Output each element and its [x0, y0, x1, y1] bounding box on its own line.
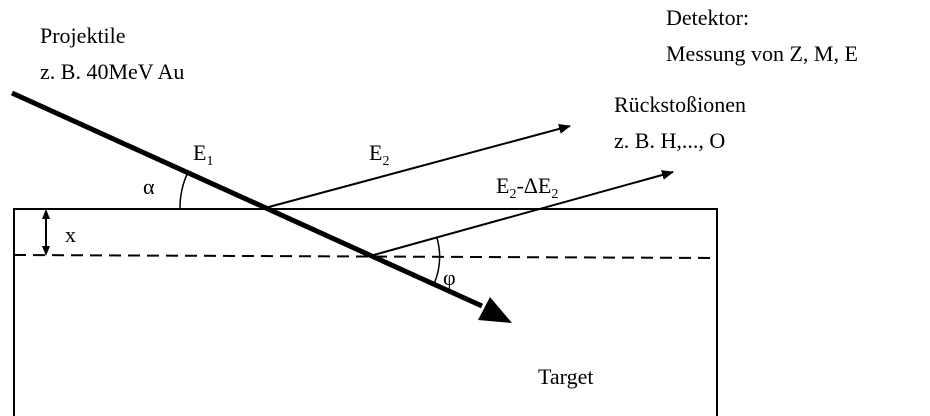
- projectile-beam: [10, 90, 484, 309]
- recoil-ions-example: z. B. H,..., O: [614, 128, 725, 153]
- projectile-example: z. B. 40MeV Au: [40, 59, 184, 84]
- target-block: [13, 208, 718, 416]
- energy-e2-minus-delta-label: E2-ΔE2: [496, 173, 558, 202]
- target-label: Target: [538, 364, 593, 389]
- phi-label: φ: [443, 265, 456, 290]
- alpha-label: α: [143, 174, 155, 199]
- recoil-ions-label: Rückstoßionen: [614, 92, 746, 117]
- projectile-arrowhead: [478, 297, 512, 323]
- scattered-ray: [264, 124, 571, 209]
- depth-dashed-line: [13, 254, 718, 259]
- energy-e1-label: E1: [193, 140, 213, 169]
- alpha-angle-arc: [179, 171, 189, 210]
- detector-measurement: Messung von Z, M, E: [666, 41, 858, 66]
- detector-label: Detektor:: [666, 5, 749, 30]
- projectile-label: Projektile: [40, 23, 126, 48]
- depth-x-label: x: [65, 222, 76, 247]
- energy-e2-label: E2: [369, 140, 389, 169]
- recoil-ray: [369, 170, 674, 257]
- phi-angle-arc: [433, 237, 441, 285]
